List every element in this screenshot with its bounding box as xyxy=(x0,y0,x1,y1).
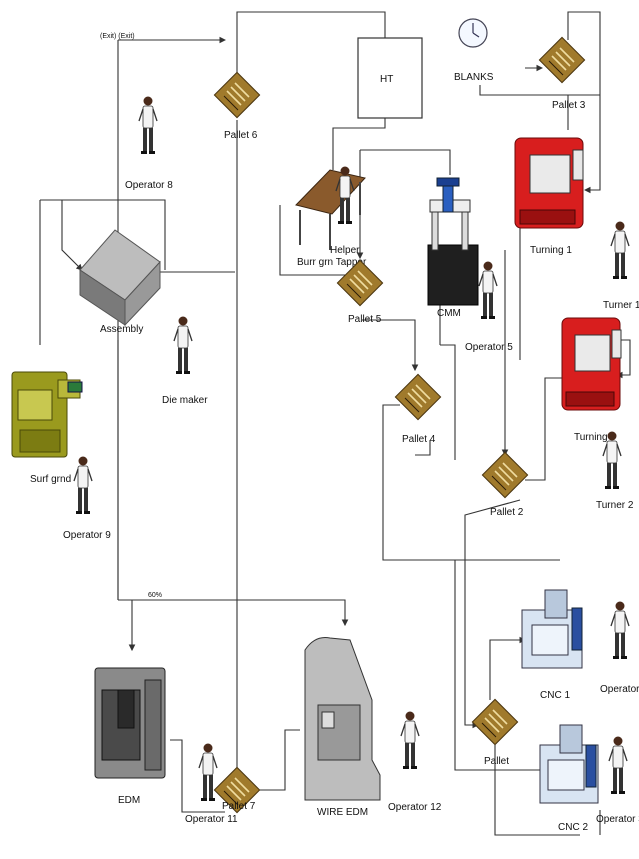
operator-12-label: Operator 12 xyxy=(388,802,442,813)
turning-2-machine xyxy=(561,317,622,411)
pallet-2-icon xyxy=(481,451,529,499)
assembly-label: Assembly xyxy=(100,324,143,335)
pallet-6-label: Pallet 6 xyxy=(224,130,258,141)
pallet-icon xyxy=(471,698,519,746)
edm-label: EDM xyxy=(118,795,140,806)
operator-11-label: Operator 11 xyxy=(185,814,238,825)
pallet-label: Pallet xyxy=(484,756,509,767)
die-maker-label: Die maker xyxy=(162,395,208,406)
turning-1-machine xyxy=(514,137,584,229)
ht-box xyxy=(357,37,423,119)
turning-label: Turning xyxy=(574,432,608,443)
percent-label: 60% xyxy=(148,592,162,599)
edm-machine xyxy=(94,667,166,779)
cnc-2-label: CNC 2 xyxy=(558,822,588,833)
operator-2-icon xyxy=(610,600,630,660)
surf-grnd-label: Surf grnd xyxy=(30,474,71,485)
operator-5-icon xyxy=(478,260,498,320)
pallet-4-icon xyxy=(394,373,442,421)
operator-11-icon xyxy=(198,742,218,802)
operator-9-label: Operator 9 xyxy=(63,530,111,541)
wire-edm-label: WIRE EDM xyxy=(317,807,368,818)
operator-12-icon xyxy=(400,710,420,770)
pallet-3-icon xyxy=(538,36,586,84)
cnc-1-machine xyxy=(521,589,583,669)
pallet-6-icon xyxy=(213,71,261,119)
pallet-5-label: Pallet 5 xyxy=(348,314,382,325)
turner-1-icon xyxy=(610,220,630,280)
operator-5-label: Operator 5 xyxy=(465,342,513,353)
operator-8-label: Operator 8 xyxy=(125,180,173,191)
assembly-box xyxy=(79,229,161,327)
operator-3-icon xyxy=(608,735,628,795)
operator-3-label: Operator 3 xyxy=(596,814,639,825)
operator-2-label: Operator 2 xyxy=(600,684,639,695)
operator-9-icon xyxy=(73,455,93,515)
helper-label: Helper xyxy=(330,245,360,256)
turner-1-label: Turner 1 xyxy=(603,300,639,311)
cmm-label: CMM xyxy=(437,308,461,319)
blanks-clock-icon xyxy=(458,18,488,48)
pallet-7-label: Pallet 7 xyxy=(222,801,256,812)
pallet-4-label: Pallet 4 xyxy=(402,434,436,445)
operator-8-icon xyxy=(138,95,158,155)
pallet-2-label: Pallet 2 xyxy=(490,507,524,518)
wire-edm-machine xyxy=(304,637,381,801)
cmm-machine xyxy=(427,177,479,306)
cnc-1-label: CNC 1 xyxy=(540,690,570,701)
cnc-2-machine xyxy=(539,724,599,804)
turning-1-label: Turning 1 xyxy=(530,245,572,256)
die-maker-icon xyxy=(173,315,193,375)
pallet-3-label: Pallet 3 xyxy=(552,100,586,111)
surf-grinder-machine xyxy=(11,371,83,458)
burr-tapper-label: Burr grn Tapper xyxy=(297,257,367,268)
blanks-label: BLANKS xyxy=(454,72,494,83)
ht-label: HT xyxy=(380,74,393,85)
turner-2-label: Turner 2 xyxy=(596,500,634,511)
burr-tapper-bench xyxy=(295,169,366,250)
exit-label: (Exit) (Exit) xyxy=(100,33,135,40)
